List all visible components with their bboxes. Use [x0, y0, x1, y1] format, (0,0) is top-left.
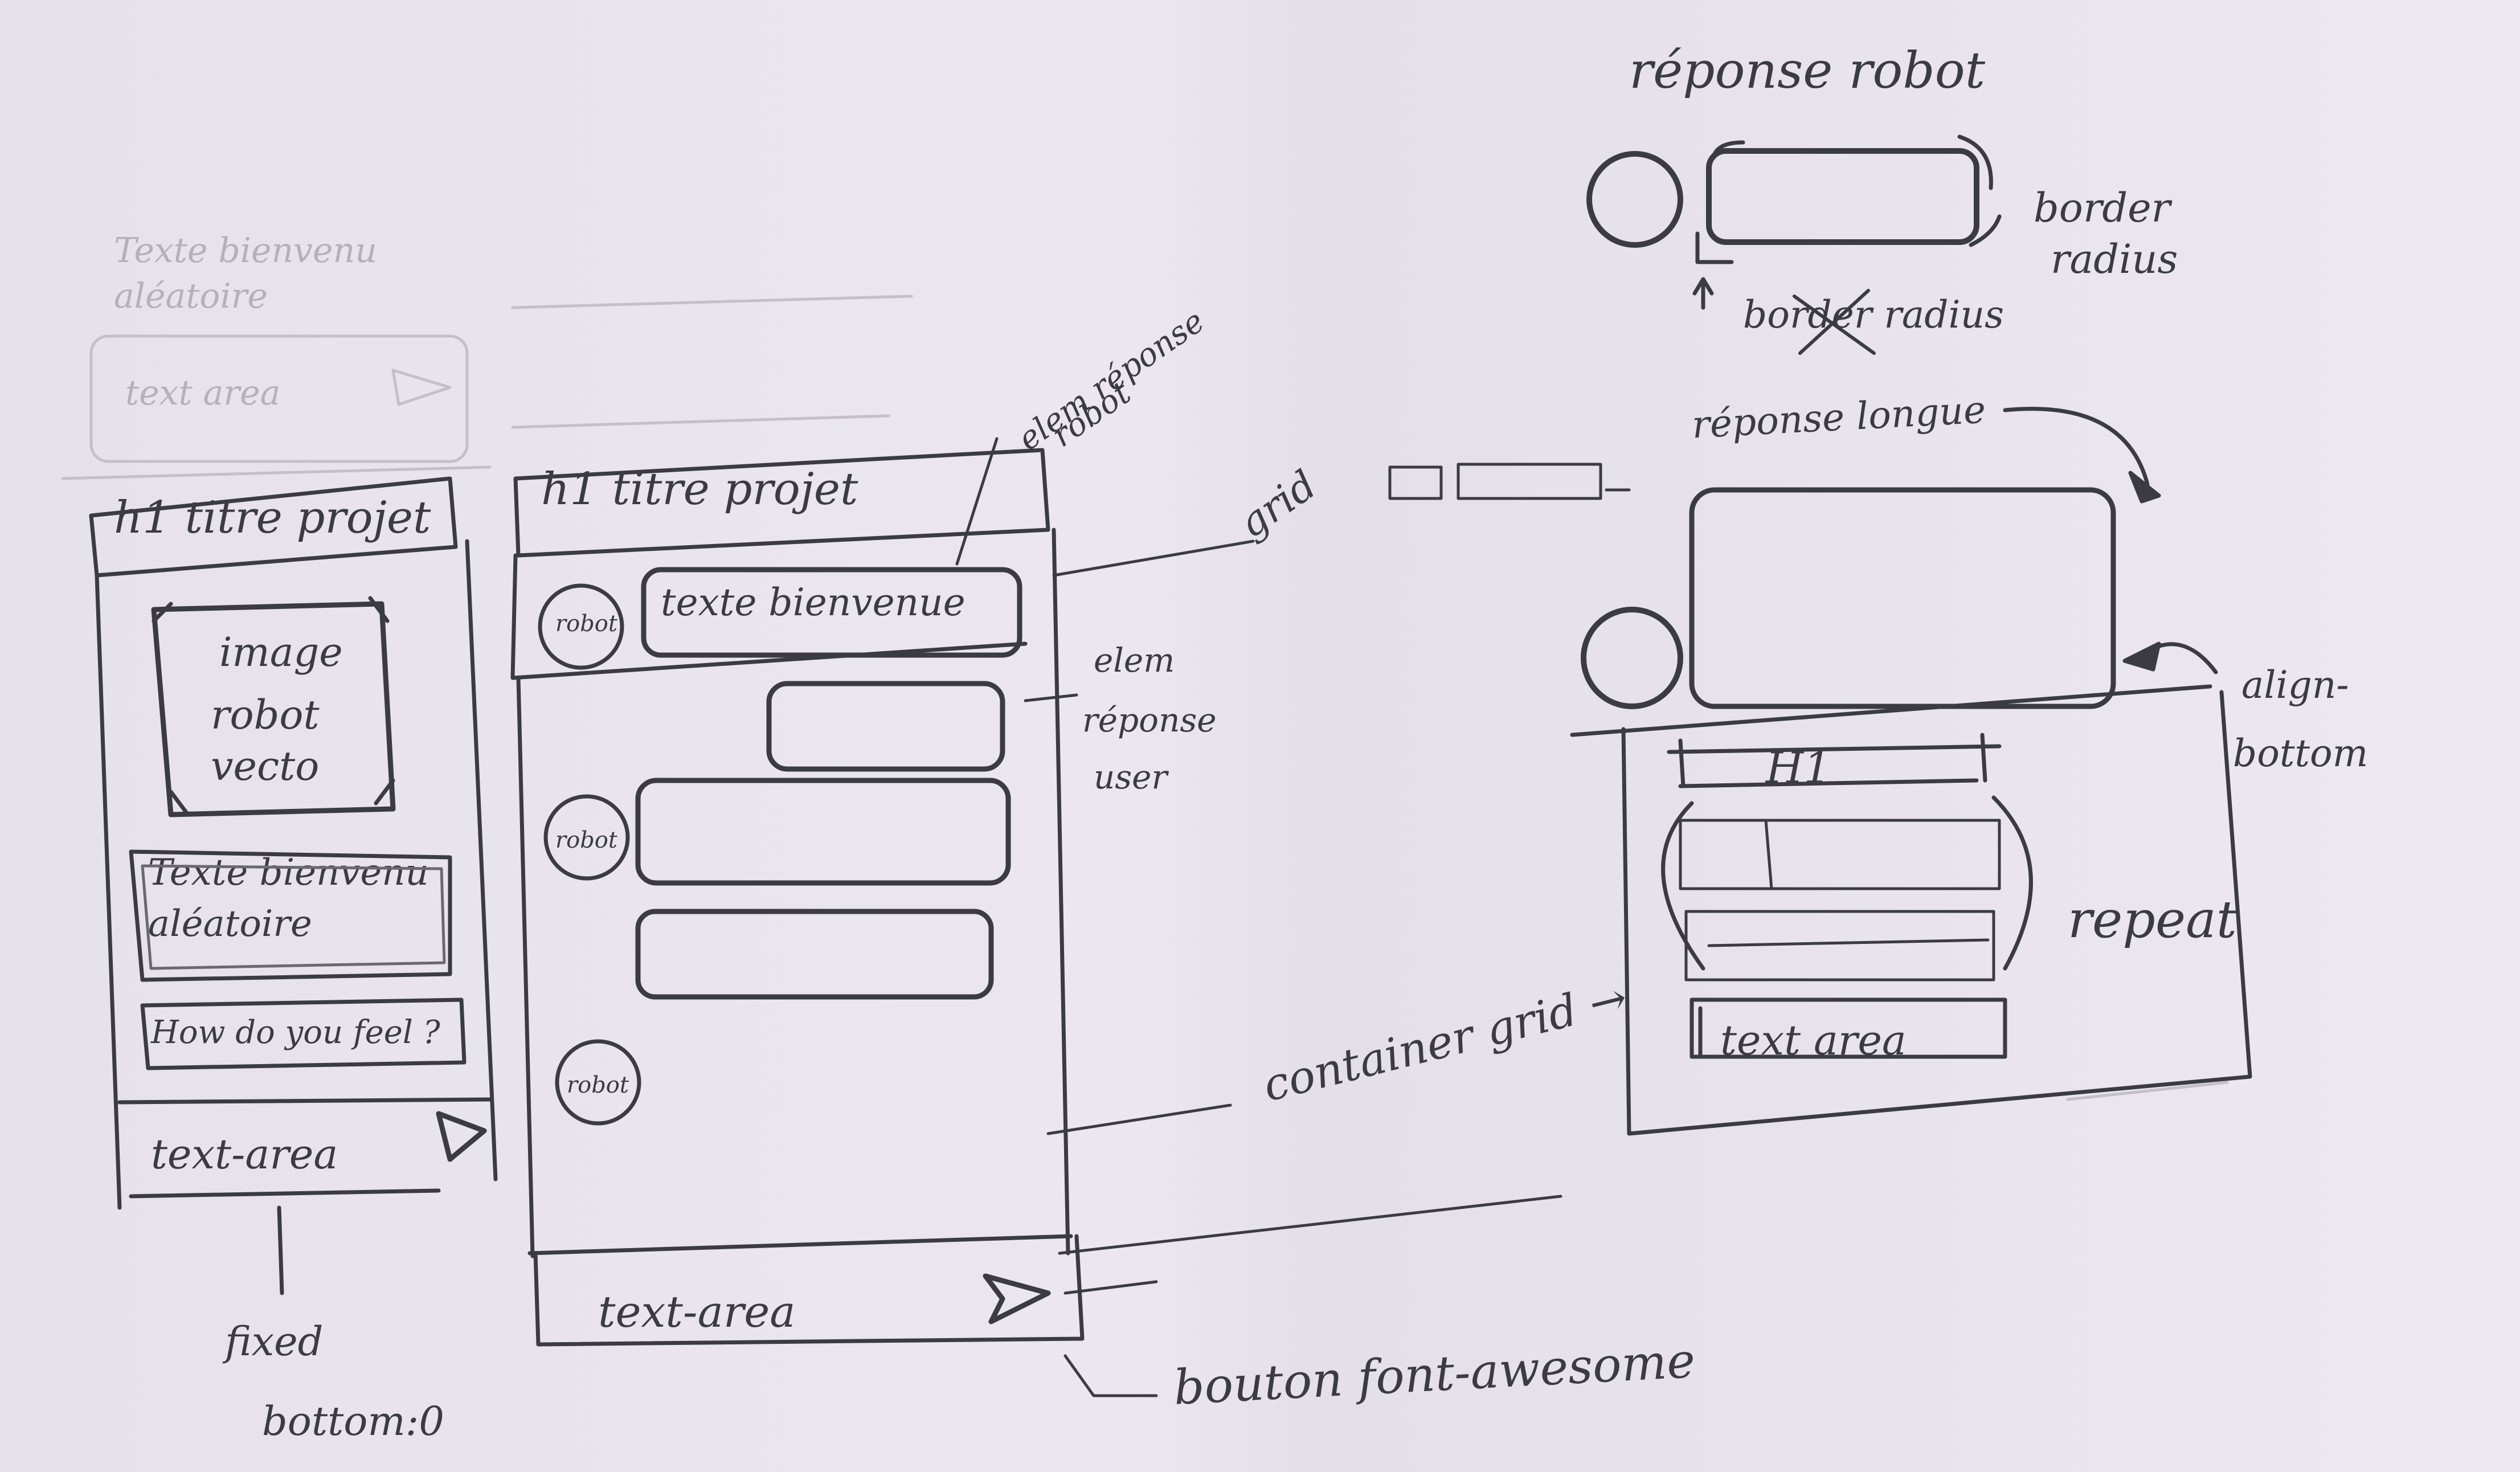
- note-user-line-1: elem: [1094, 641, 1175, 680]
- note-border-radius-line-1: border: [2034, 185, 2171, 231]
- faint-welcome-line-1: Texte bienvenu: [114, 231, 377, 271]
- grid-text-area: text area: [1720, 1016, 1907, 1064]
- avatar-label-3: robot: [567, 1072, 629, 1098]
- note-robot-response: réponse robot: [1629, 41, 1986, 100]
- note-align-bottom-line-1: align-: [2241, 663, 2349, 707]
- long-response-sketch: [1570, 407, 2218, 737]
- image-label-2: robot: [211, 692, 320, 738]
- faint-ghost-sketch: [61, 295, 913, 480]
- desktop-input[interactable]: text-area: [598, 1286, 796, 1337]
- container-grid-sketch: [1621, 690, 2252, 1136]
- faint-welcome-line-2: aléatoire: [114, 276, 268, 316]
- avatar-label-2: robot: [555, 827, 617, 853]
- avatar-label-1: robot: [555, 611, 617, 637]
- note-border-radius-line-2: radius: [2051, 236, 2178, 283]
- robot-response-sketch: [1586, 134, 2002, 355]
- mobile-mockup: [89, 476, 498, 1295]
- image-label-1: image: [219, 629, 343, 676]
- mobile-welcome-line-1: Texte bienvenu: [148, 852, 429, 894]
- mobile-input[interactable]: text-area: [151, 1130, 338, 1178]
- faint-text-area: text area: [125, 373, 281, 413]
- note-fixed-line-2: bottom:0: [262, 1398, 444, 1445]
- annotation-leaders: [955, 437, 1631, 1397]
- note-user-line-3: user: [1094, 758, 1168, 796]
- note-user-line-2: réponse: [1082, 701, 1217, 739]
- note-align-bottom-line-2: bottom: [2233, 731, 2368, 775]
- mobile-question: How do you feel ?: [151, 1014, 440, 1051]
- mobile-welcome-line-2: aléatoire: [148, 903, 312, 945]
- note-repeat: repeat: [2068, 890, 2237, 950]
- mobile-title: h1 titre projet: [114, 492, 431, 543]
- image-label-3: vecto: [211, 743, 320, 790]
- welcome-bubble-text: texte bienvenue: [661, 580, 966, 624]
- note-border-radius-crossed: border radius: [1743, 293, 2004, 337]
- desktop-mockup: [510, 448, 1085, 1347]
- note-fixed-line-1: fixed: [225, 1318, 324, 1365]
